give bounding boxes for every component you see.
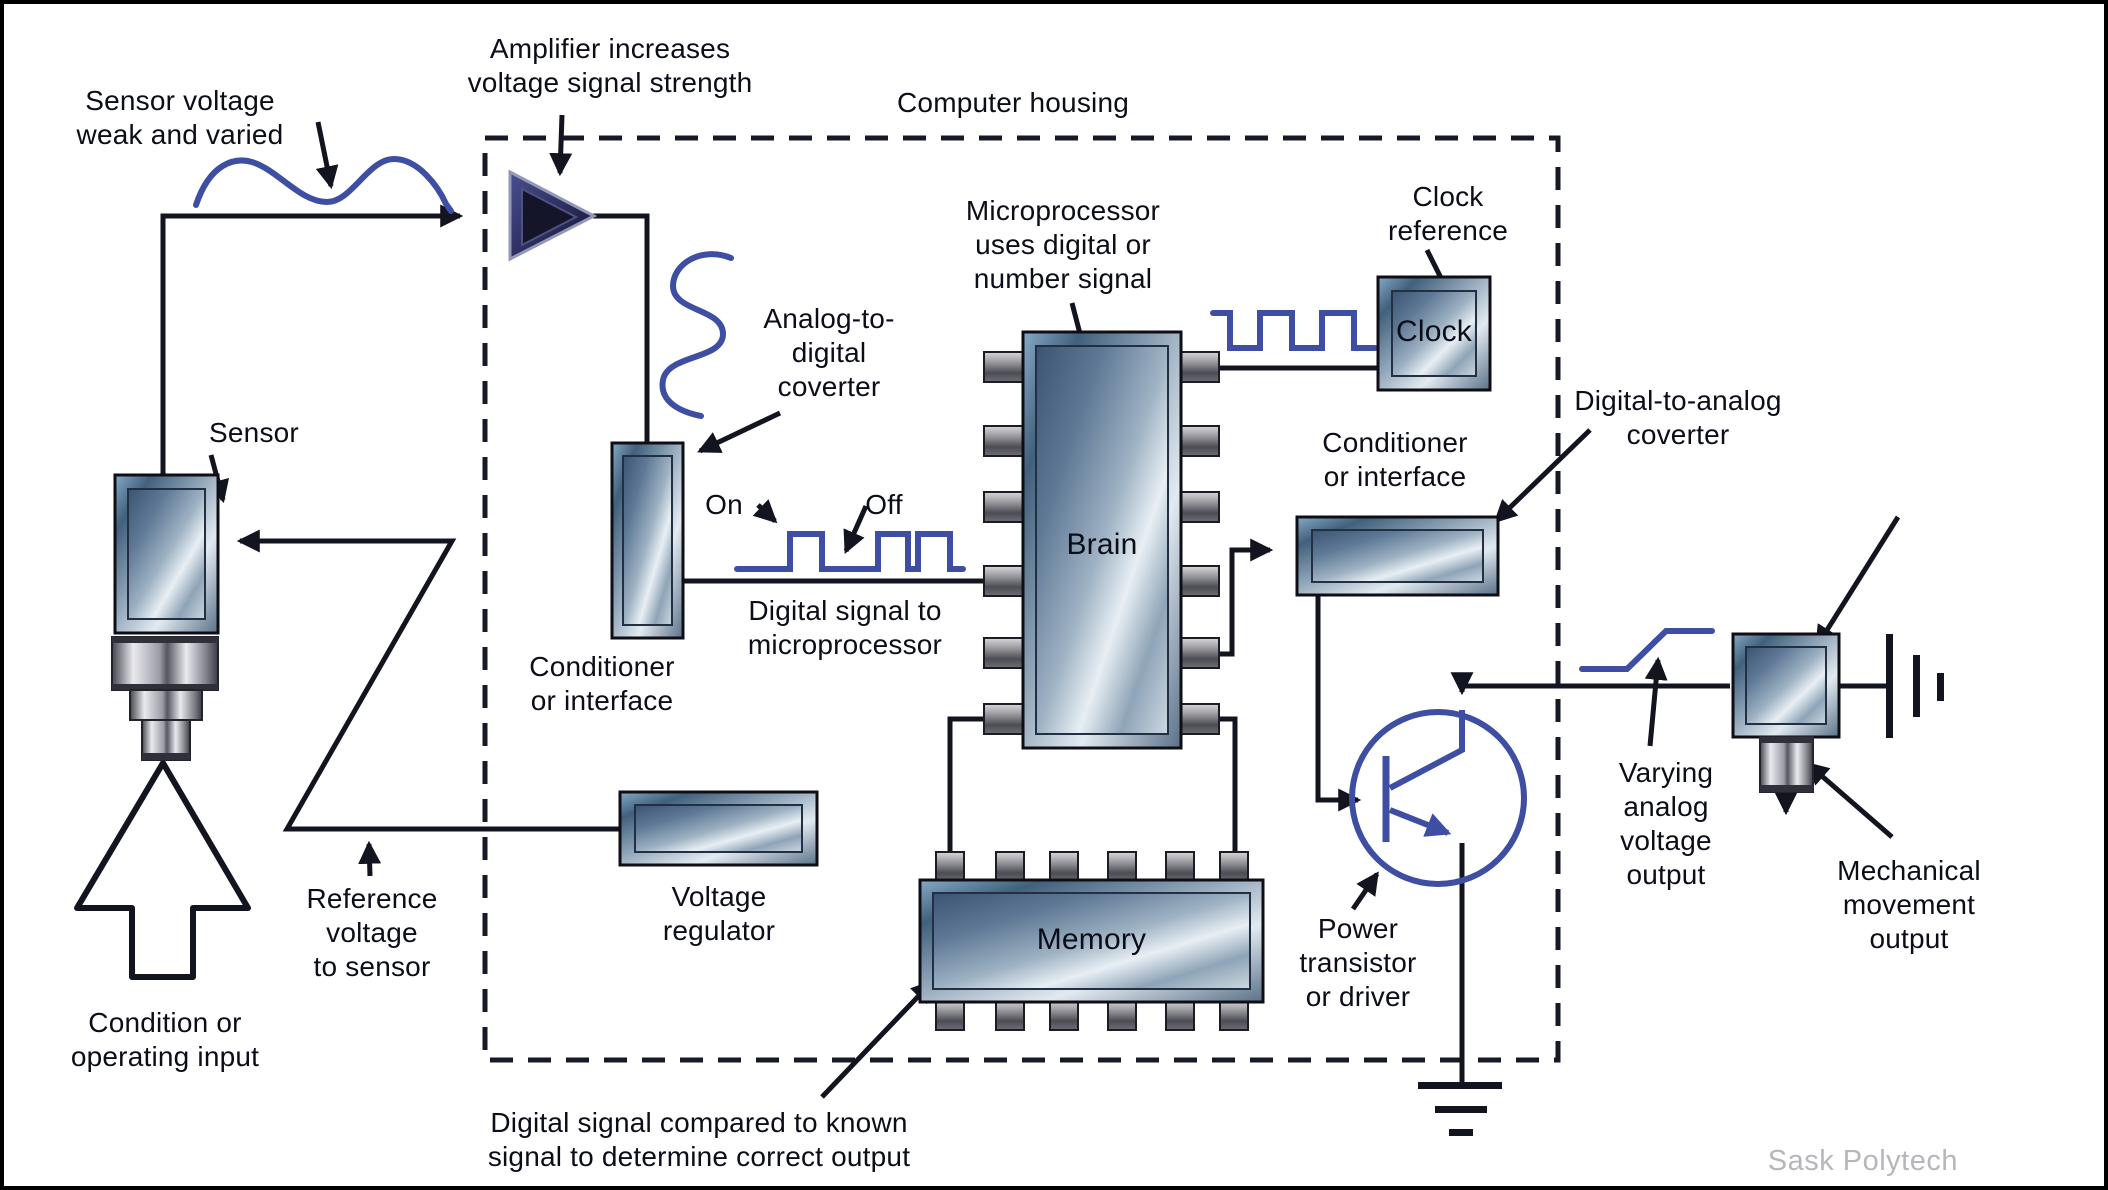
memory-chip [918,878,1265,1004]
condition-input-arrow [74,760,251,980]
arrow-amplifier [549,114,573,177]
arrow-reference-voltage [358,840,382,877]
arrow-to-output-device [1814,515,1901,649]
label-sensor: Sensor [209,417,299,448]
dac-conditioner-box [1295,515,1500,597]
brain-label: Brain [1066,528,1138,561]
label-analog-to-digital: Analog-to- digital coverter [763,303,895,403]
voltage-regulator-box [618,790,819,867]
wire-brain-to-conditioner [1218,538,1274,657]
arrow-off [843,504,869,554]
signals [193,155,1715,672]
label-reference-voltage: Reference voltage to sensor [306,883,438,983]
clock-label: Clock [1395,315,1472,348]
transistor-icon [1349,709,1527,887]
arrow-dac [1493,428,1592,524]
amplifier-icon [508,169,598,262]
ground-icon-transistor [1418,1082,1502,1136]
arrow-digital-compared [820,979,935,1099]
computer-housing-boundary [482,135,1561,1063]
watermark: Sask Polytech [1767,1145,1958,1177]
clock-box [1376,275,1492,392]
label-voltage-regulator: Voltage regulator [662,881,776,947]
wires [160,204,1888,1082]
arrow-on [752,499,778,524]
arrow-sensor-voltage [315,121,339,190]
wire-brain-to-memory-left [947,716,988,858]
label-microprocessor: Microprocessor uses digital or number si… [965,195,1161,295]
brain-pins [983,351,1220,735]
label-sensor-voltage: Sensor voltage weak and varied [76,85,284,151]
amplified-wave-icon [659,251,734,419]
adc-conditioner-box [610,441,685,640]
label-digital-to-analog: Digital-to-analog coverter [1574,385,1782,451]
memory-label: Memory [1036,923,1147,956]
arrow-varying-output [1644,656,1668,747]
label-on: On [705,489,743,520]
ramp-wave-icon [1579,628,1715,672]
label-clock-reference: Clock reference [1387,181,1509,247]
arrow-power-transistor [1350,871,1380,911]
label-off: Off [865,489,903,520]
arrow-adc [697,410,782,454]
sensor-device [111,473,220,761]
label-conditioner-left: Conditioner or interface [529,651,675,717]
wire-conditioner-to-transistor-base [1315,595,1362,812]
label-digital-signal: Digital signal to microprocessor [747,595,943,661]
label-condition-input: Condition or operating input [70,1007,260,1073]
wire-amplifier-to-adc [593,213,650,443]
arrow-mechanical-output [1805,761,1894,839]
label-computer-housing: Computer housing [897,87,1129,118]
brain-chip [1021,330,1183,750]
wire-sensor-to-amplifier [160,204,464,475]
ground-icon-output [1886,634,1944,738]
clock-wave-icon [1210,310,1378,351]
label-varying-output: Varying analog voltage output [1618,757,1714,891]
wire-brain-to-memory-right [1218,716,1238,858]
wire-reference-voltage [236,529,620,832]
label-amplifier: Amplifier increases voltage signal stren… [467,33,753,99]
digital-wave-icon [734,531,966,572]
label-power-transistor: Power transistor or driver [1299,913,1417,1013]
label-mechanical-output: Mechanical movement output [1837,855,1981,955]
label-digital-compared: Digital signal compared to known signal … [487,1107,911,1173]
mechanical-output-device [1731,632,1841,793]
analog-wave-icon [193,155,454,214]
label-conditioner-right: Conditioner or interface [1322,427,1468,493]
